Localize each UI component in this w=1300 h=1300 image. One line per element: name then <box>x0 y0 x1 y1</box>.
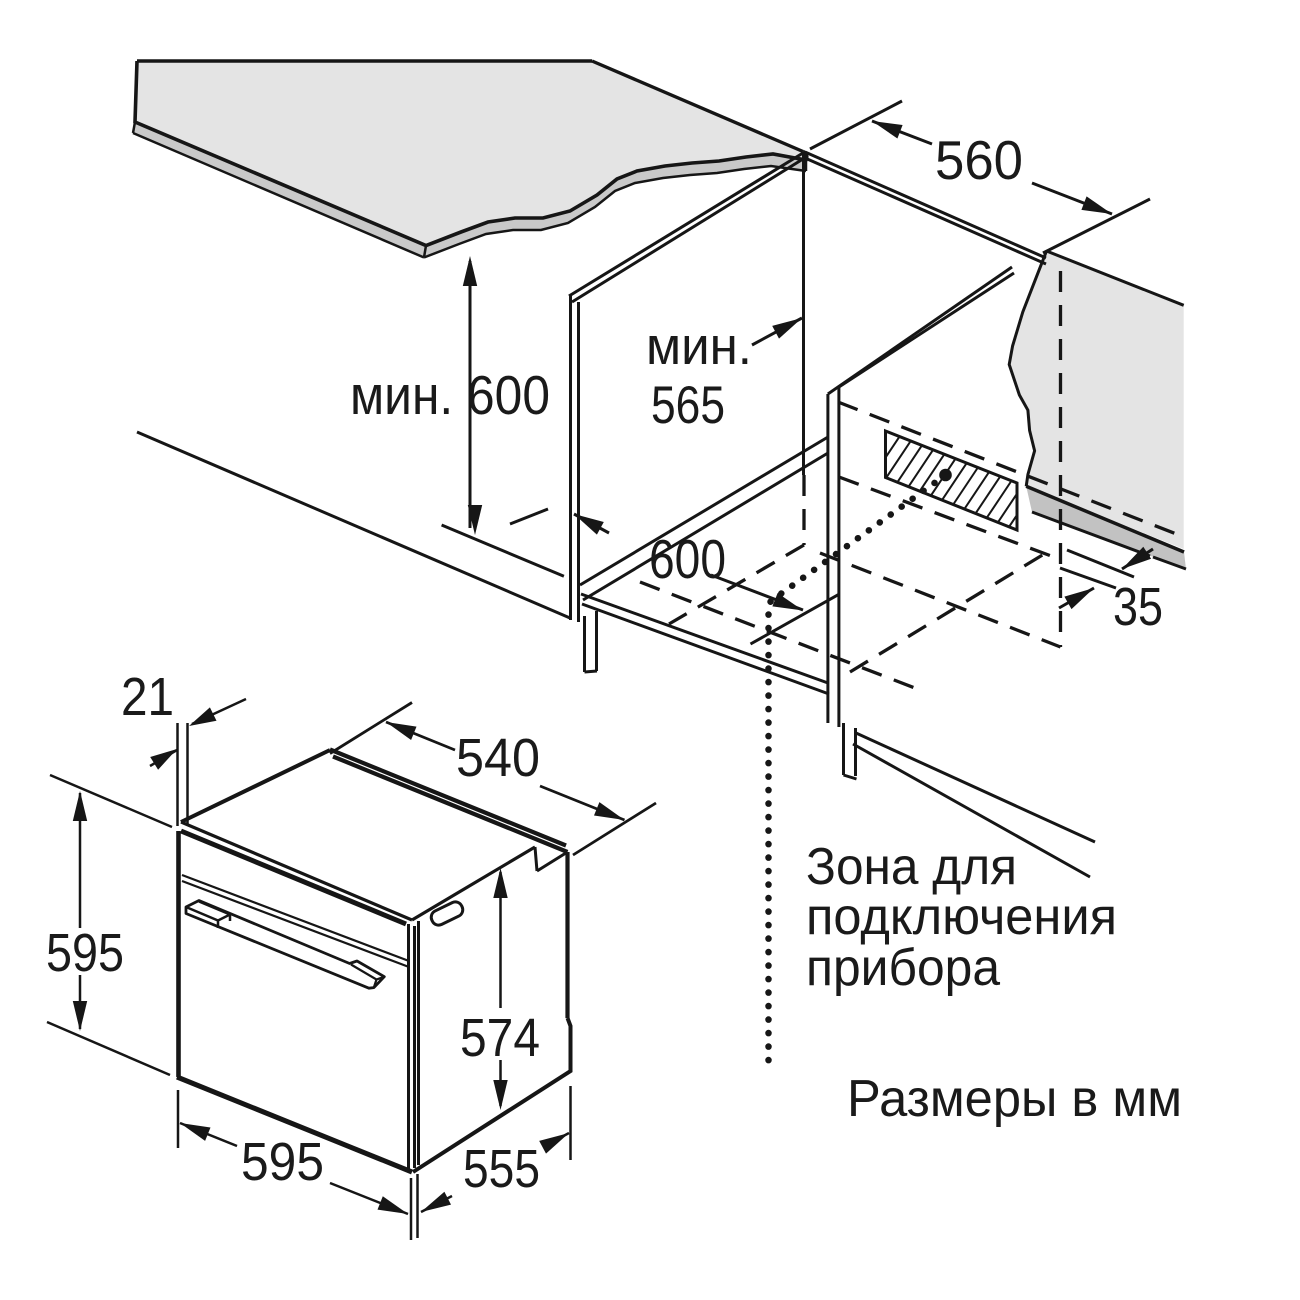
svg-text:595: 595 <box>46 923 124 983</box>
svg-text:574: 574 <box>460 1008 540 1068</box>
svg-text:600: 600 <box>649 528 726 590</box>
svg-text:565: 565 <box>651 376 725 435</box>
svg-text:Размеры в мм: Размеры в мм <box>847 1070 1182 1128</box>
svg-text:560: 560 <box>935 129 1023 191</box>
svg-text:подключения: подключения <box>806 888 1117 946</box>
svg-text:35: 35 <box>1113 577 1163 637</box>
svg-text:540: 540 <box>456 728 540 788</box>
svg-text:555: 555 <box>463 1139 540 1199</box>
svg-text:мин. 600: мин. 600 <box>350 364 550 426</box>
svg-text:21: 21 <box>121 667 174 727</box>
svg-text:595: 595 <box>241 1132 324 1192</box>
svg-text:Зона для: Зона для <box>806 838 1017 896</box>
svg-text:мин.: мин. <box>646 317 752 376</box>
svg-text:прибора: прибора <box>806 939 1000 997</box>
